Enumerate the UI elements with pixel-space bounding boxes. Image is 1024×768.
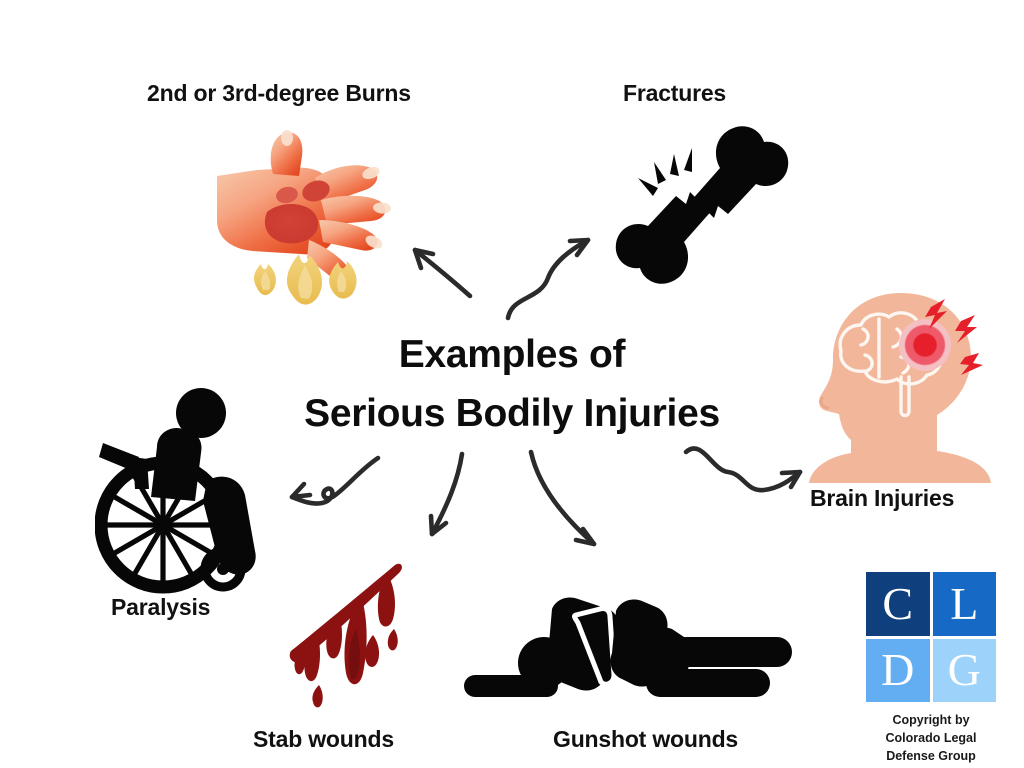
arrow-to-paralysis xyxy=(289,455,381,506)
broken-bone-icon xyxy=(615,126,789,284)
arrow-to-stab xyxy=(429,451,465,537)
copyright-notice: Copyright by Colorado Legal Defense Grou… xyxy=(866,712,996,765)
burned-hand-icon xyxy=(217,130,391,305)
title-line-2: Serious Bodily Injuries xyxy=(304,391,720,435)
arrow-to-gunshot xyxy=(528,449,597,547)
impact-point xyxy=(899,319,951,371)
fallen-body-icon xyxy=(464,597,792,697)
cldg-logo: C L D G Copyright by Colorado Legal Defe… xyxy=(866,572,996,765)
logo-cell-c: C xyxy=(866,572,930,636)
label-brain-injuries: Brain Injuries xyxy=(810,485,955,511)
logo-grid: C L D G xyxy=(866,572,996,702)
label-fractures: Fractures xyxy=(623,80,727,106)
title-line-1: Examples of xyxy=(398,333,626,376)
logo-cell-g: G xyxy=(932,638,996,702)
page-title: Examples of Serious Bodily Injuries xyxy=(262,326,762,443)
wheelchair-icon xyxy=(95,388,256,594)
logo-cell-d: D xyxy=(866,638,930,702)
arrow-to-burns xyxy=(412,247,473,299)
label-stab-wounds: Stab wounds xyxy=(253,726,394,752)
label-gunshot-wounds: Gunshot wounds xyxy=(553,726,739,752)
copyright-line-1: Copyright by xyxy=(892,713,970,727)
arrow-to-brain xyxy=(683,446,803,493)
label-paralysis: Paralysis xyxy=(111,594,211,620)
copyright-line-3: Defense Group xyxy=(886,748,976,763)
logo-cell-l: L xyxy=(932,572,996,636)
blood-gash-icon xyxy=(289,563,402,708)
arrow-to-fractures xyxy=(505,237,591,321)
copyright-line-2: Colorado Legal xyxy=(885,730,977,745)
head-brain-impact-icon xyxy=(809,293,991,483)
label-burns: 2nd or 3rd-degree Burns xyxy=(147,80,411,106)
